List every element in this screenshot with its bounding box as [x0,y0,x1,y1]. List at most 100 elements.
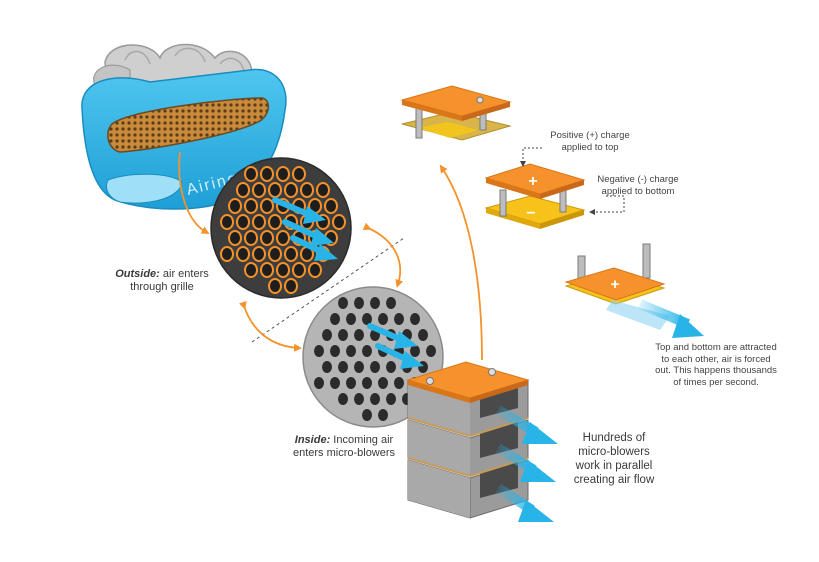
grille-to-intake-arrow-left [238,300,302,352]
hole [302,248,312,260]
micro-blowers-label-3: work in parallel [575,460,653,472]
hole [222,248,232,260]
hole [294,264,304,276]
hole [362,345,372,357]
positive-charge-label: Positive (+) charge applied to top [538,130,642,153]
hole [278,168,288,180]
hole [346,345,356,357]
hole [262,200,272,212]
hole [254,184,264,196]
inside-label-line2: enters micro-blowers [292,447,396,459]
airing-device: Airing [81,43,287,210]
inside-label-rest: Incoming air [330,434,394,446]
hole [370,297,380,309]
hole [346,377,356,389]
hole [294,168,304,180]
attraction-label: Top and bottom are attracted to each oth… [646,342,786,388]
hole [362,313,372,325]
hole [394,313,404,325]
hole [270,280,280,292]
hole [230,200,240,212]
inside-label-em: Inside: [294,434,331,446]
hole [418,329,428,341]
hole [246,200,256,212]
hole [222,216,232,228]
hole [410,345,420,357]
negative-callout-arrow [589,195,625,215]
hole [326,200,336,212]
hole [262,168,272,180]
micro-blowers-label-1: Hundreds of [582,432,646,444]
hole [386,361,396,373]
hole [322,329,332,341]
outside-label: Outside: air enters through grille [108,268,216,294]
hole [238,216,248,228]
hole [330,345,340,357]
attraction-label-3: out. This happens thousands [655,365,777,376]
minus-symbol: − [526,205,535,222]
hole [338,329,348,341]
hole [278,232,288,244]
micro-blowers-label-2: micro-blowers [578,446,650,458]
micro-blowers-label: Hundreds of micro-blowers work in parall… [564,431,664,487]
negative-charge-label: Negative (-) charge applied to bottom [586,174,690,197]
hole [286,280,296,292]
hole [354,329,364,341]
hole [354,361,364,373]
hole [254,216,264,228]
orange-connectors [178,151,483,361]
plate-pair-charged: − + [484,163,586,229]
inside-label: Inside: Incoming air enters micro-blower… [282,434,406,460]
hole [386,393,396,405]
hole [246,232,256,244]
hole [230,232,240,244]
hole [310,200,320,212]
hole [314,377,324,389]
plate-pair-attracted: + [564,243,704,338]
hole [378,409,388,421]
hole [270,248,280,260]
hole [270,184,280,196]
positive-charge-label-1: Positive (+) charge [550,130,630,141]
device-to-grille-arrow [178,151,210,234]
hole [354,393,364,405]
hole [286,248,296,260]
hole [238,184,248,196]
hole [370,361,380,373]
outside-label-rest: air enters [159,268,209,280]
hole [362,377,372,389]
plus-symbol-attracted: + [611,276,620,293]
output-airflow-arrows [495,405,558,522]
hole [262,264,272,276]
grille-blue-arrows [272,197,338,261]
hole [314,345,324,357]
hole [426,345,436,357]
negative-charge-label-2: applied to bottom [601,185,675,197]
plate-pair-rest [400,85,512,141]
hole [338,393,348,405]
blower-to-plates-arrow [439,164,483,361]
callout-arrows [520,147,625,215]
hole [338,297,348,309]
micro-blowers-label-4: creating air flow [573,474,655,486]
hole [378,313,388,325]
positive-charge-label-2: applied to top [561,141,619,153]
hole [310,264,320,276]
intake-blue-arrows [367,323,424,369]
hole [286,184,296,196]
attraction-label-4: of times per second. [673,376,759,388]
hole [302,184,312,196]
hole [386,297,396,309]
hole [254,248,264,260]
hole [346,313,356,325]
plus-symbol: + [528,173,537,190]
hole [262,232,272,244]
grille-to-intake-arrow-right [362,222,404,288]
hole [330,313,340,325]
hole [238,248,248,260]
hole [394,377,404,389]
attraction-label-2: to each other, air is forced [661,353,771,365]
micro-blower-stack [406,361,530,519]
hole [246,264,256,276]
